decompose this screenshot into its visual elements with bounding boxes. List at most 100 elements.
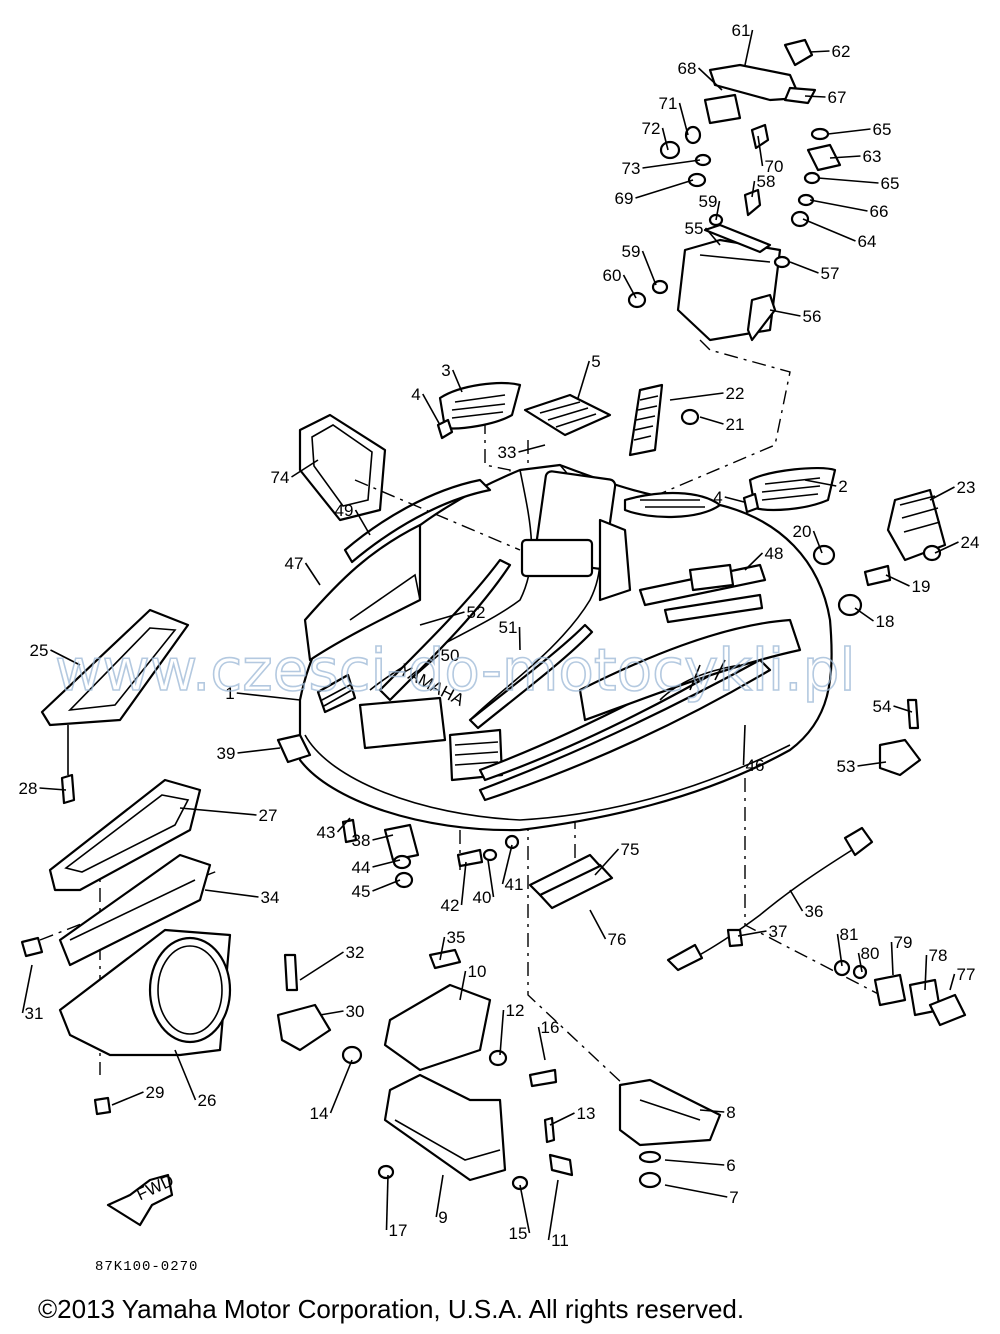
- leader-line-c8: [699, 1109, 725, 1113]
- callout-label-c7: 7: [729, 1188, 738, 1207]
- callout-label-c55: 55: [685, 219, 704, 238]
- leader-line-c15: [519, 1184, 531, 1234]
- side-decals: [303, 478, 492, 662]
- callout-label-c56: 56: [803, 307, 822, 326]
- leader-line-c66: [809, 199, 868, 212]
- leader-line-c23: [929, 486, 955, 501]
- callout-label-c15: 15: [509, 1224, 528, 1243]
- leader-line-c75: [594, 848, 620, 876]
- leader-line-c28: [39, 787, 67, 791]
- diagram-code: 87K100-0270: [95, 1259, 198, 1275]
- callout-label-c28: 28: [19, 779, 38, 798]
- callout-label-c38: 38: [352, 831, 371, 850]
- leader-line-c79: [890, 941, 894, 976]
- callout-label-c76: 76: [608, 930, 627, 949]
- leader-line-c33: [518, 444, 546, 453]
- leader-line-c56: [769, 309, 801, 317]
- callout-label-c48: 48: [765, 544, 784, 563]
- callout-label-c59a: 59: [699, 192, 718, 211]
- leader-line-c53: [857, 761, 887, 767]
- leader-line-c16: [537, 1026, 546, 1061]
- leader-line-c48: [744, 552, 764, 571]
- leader-line-c14: [329, 1059, 353, 1114]
- callout-label-c33: 33: [498, 443, 517, 462]
- leader-line-c5: [577, 360, 591, 399]
- leader-line-c21: [699, 416, 724, 425]
- callout-label-c60: 60: [603, 266, 622, 285]
- leader-line-c30: [319, 1010, 344, 1016]
- leader-line-c37: [737, 930, 767, 937]
- leader-line-c50: [409, 654, 440, 681]
- callout-label-c25: 25: [30, 641, 49, 660]
- callout-label-c22: 22: [726, 384, 745, 403]
- callout-label-c17: 17: [389, 1221, 408, 1240]
- vent-duct: [298, 413, 521, 551]
- leader-line-c55: [704, 227, 721, 246]
- callout-label-c30: 30: [346, 1002, 365, 1021]
- leader-line-c7: [664, 1184, 728, 1198]
- callout-label-c66: 66: [870, 202, 889, 221]
- callout-label-c2: 2: [838, 477, 847, 496]
- callout-label-c62: 62: [832, 42, 851, 61]
- leader-line-c4b: [724, 496, 745, 503]
- callout-label-c67: 67: [828, 88, 847, 107]
- callout-label-c10: 10: [468, 962, 487, 981]
- leader-line-c1: [236, 692, 301, 701]
- callout-label-c45: 45: [352, 882, 371, 901]
- callout-label-c16: 16: [541, 1018, 560, 1037]
- callout-label-c73: 73: [622, 159, 641, 178]
- leader-line-c69: [635, 179, 694, 199]
- right-side-parts: [812, 488, 947, 777]
- watermark-text: www.czesci-do-motocykli.pl: [55, 636, 856, 704]
- callout-label-c65b: 65: [881, 174, 900, 193]
- callout-label-c35: 35: [447, 928, 466, 947]
- foot-pads: [436, 382, 837, 514]
- forward-direction-arrow: FWD: [106, 1171, 177, 1227]
- leader-line-c65b: [817, 177, 879, 184]
- callout-label-c51: 51: [499, 618, 518, 637]
- callout-label-c20: 20: [793, 522, 812, 541]
- callout-label-c46: 46: [746, 756, 765, 775]
- callout-label-c3: 3: [441, 361, 450, 380]
- leader-line-c59b: [641, 250, 657, 286]
- leader-line-c73: [642, 159, 701, 169]
- callout-label-c74: 74: [271, 468, 290, 487]
- callout-label-c72: 72: [642, 119, 661, 138]
- callout-label-c52: 52: [467, 603, 486, 622]
- callout-label-c54: 54: [873, 697, 892, 716]
- callout-label-c42: 42: [441, 896, 460, 915]
- hood-assembly: YAMAHA: [298, 463, 833, 832]
- leader-line-c11: [547, 1179, 559, 1241]
- callout-label-c79: 79: [894, 933, 913, 952]
- callout-label-c59b: 59: [622, 242, 641, 261]
- callout-label-c9: 9: [438, 1208, 447, 1227]
- leader-line-c36: [789, 889, 804, 912]
- leader-line-c42: [460, 861, 467, 906]
- leader-line-c46: [742, 724, 746, 766]
- leader-line-c52: [419, 611, 465, 626]
- leader-line-c10: [459, 970, 467, 1001]
- leader-line-c43: [336, 817, 351, 833]
- callout-label-c24: 24: [961, 533, 980, 552]
- leader-line-c47: [304, 562, 321, 586]
- cable-and-connectors: [666, 826, 967, 1027]
- callout-labels: 1234456789101112131415161718192021222324…: [19, 21, 980, 1250]
- callout-label-c69: 69: [615, 189, 634, 208]
- callout-label-c63: 63: [863, 147, 882, 166]
- callout-label-c39: 39: [217, 744, 236, 763]
- callout-label-c12: 12: [506, 1001, 525, 1020]
- callout-label-c19: 19: [912, 577, 931, 596]
- leader-line-c39: [237, 747, 281, 754]
- callout-label-c64: 64: [858, 232, 877, 251]
- leader-line-c45: [372, 879, 401, 892]
- callout-label-c37: 37: [769, 922, 788, 941]
- leader-line-c49: [354, 509, 371, 536]
- leader-line-c2: [804, 479, 837, 487]
- leader-line-c34: [204, 889, 259, 898]
- callout-label-c80: 80: [861, 944, 880, 963]
- callout-label-c34: 34: [261, 888, 280, 907]
- leader-line-c3: [452, 369, 463, 393]
- leader-line-c61: [744, 29, 754, 66]
- leader-line-c58: [751, 180, 756, 198]
